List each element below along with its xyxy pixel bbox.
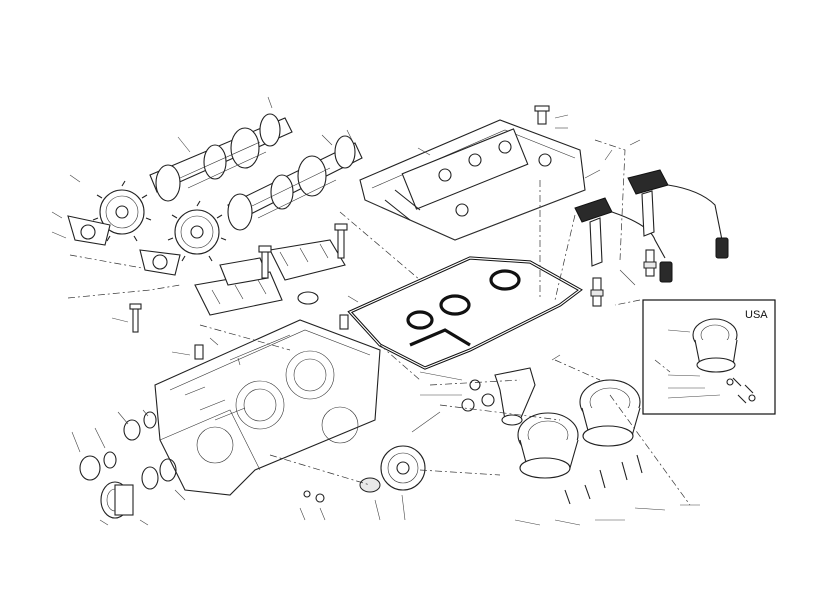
small-fasteners[interactable]: [303, 379, 495, 503]
valve-cover[interactable]: [359, 119, 586, 241]
sprocket-flange-right[interactable]: [139, 249, 181, 276]
cap-bolt-1[interactable]: [258, 245, 272, 279]
usa-inset: USA: [642, 299, 776, 415]
cylinder-head[interactable]: [154, 319, 381, 496]
valve-cover-gasket[interactable]: [347, 256, 583, 370]
cam-sprocket-right[interactable]: [167, 200, 227, 262]
dowel-pin-1[interactable]: [194, 344, 204, 360]
assembly-lines: [67, 139, 691, 506]
timing-gear-bottom[interactable]: [380, 445, 426, 491]
hex-plug-mid[interactable]: [123, 419, 141, 441]
leader-lines: [51, 96, 700, 526]
usa-manifold-bolts[interactable]: [726, 377, 756, 404]
water-outlet-fitting[interactable]: [494, 367, 536, 426]
hex-plug-small[interactable]: [79, 455, 101, 481]
ignition-coil-rear[interactable]: [627, 169, 723, 241]
usa-inset-label: USA: [745, 309, 768, 321]
intake-manifold-rear[interactable]: [579, 379, 641, 447]
cam-caps-upper[interactable]: [194, 239, 346, 316]
retaining-clip[interactable]: [297, 291, 319, 305]
seal-ring-2[interactable]: [141, 466, 159, 490]
sprocket-flange-left[interactable]: [67, 215, 111, 246]
cap-bolt-3[interactable]: [129, 303, 142, 333]
exhaust-camshaft[interactable]: [149, 113, 293, 202]
gear-bushing[interactable]: [359, 477, 381, 493]
intake-manifold-front[interactable]: [517, 412, 579, 479]
spark-plug-front[interactable]: [590, 277, 604, 307]
cover-bolt[interactable]: [534, 105, 550, 125]
seal-ring-4[interactable]: [143, 411, 157, 429]
spark-plug-rear[interactable]: [643, 249, 657, 277]
seal-ring-1[interactable]: [103, 451, 117, 469]
coil-connector-front[interactable]: [659, 261, 673, 283]
cam-sprocket-left[interactable]: [92, 180, 152, 242]
intake-camshaft[interactable]: [227, 135, 363, 231]
cap-bolt-2[interactable]: [334, 223, 348, 259]
usa-intake-manifold[interactable]: [692, 318, 738, 373]
coil-connector-rear[interactable]: [715, 237, 729, 259]
hex-plug-large[interactable]: [100, 481, 134, 519]
dowel-pin-2[interactable]: [339, 314, 349, 330]
manifold-bolts[interactable]: [564, 454, 643, 505]
seal-ring-3[interactable]: [159, 458, 177, 482]
